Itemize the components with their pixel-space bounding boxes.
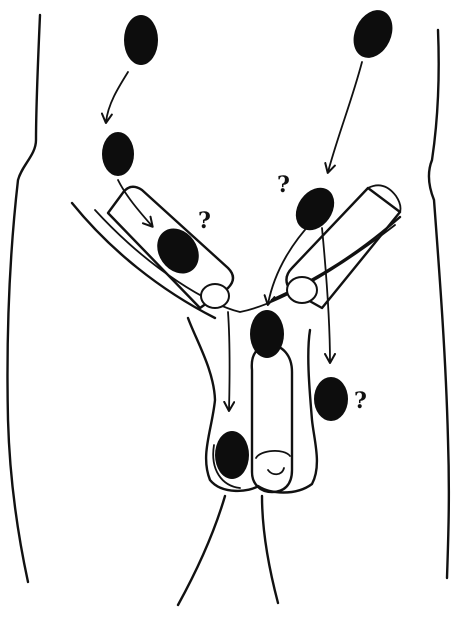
left-inner-thigh-line [178, 496, 225, 605]
left-flank-line [7, 15, 40, 582]
right-external-ring [287, 277, 317, 303]
right-inner-thigh-line [262, 496, 278, 603]
arrow-right-abdominal [328, 62, 362, 172]
question-mark-left-canal: ? [198, 208, 211, 234]
body-outline [7, 15, 448, 605]
testis-pubic [250, 310, 284, 358]
left-external-ring [201, 284, 229, 308]
lower-abdomen-curve [95, 210, 395, 312]
arrow-right-to-ectopic [322, 228, 330, 362]
right-flank-line [429, 30, 449, 578]
arrow-left-to-scrotum [228, 312, 230, 410]
migration-arrows [106, 62, 362, 410]
testis-left-abdominal-low [102, 132, 134, 176]
testis-right-inguinal [288, 180, 342, 237]
question-mark-right-canal: ? [277, 172, 290, 198]
question-mark-ectopic: ? [354, 388, 367, 414]
penis [252, 345, 292, 492]
testis-right-ectopic [314, 377, 348, 421]
arrow-left-abdominal [106, 72, 128, 122]
testis-left-scrotal [215, 431, 249, 479]
testis-right-abdominal-high [346, 4, 400, 65]
glans [256, 451, 290, 474]
testis-left-abdominal-high [124, 15, 158, 65]
